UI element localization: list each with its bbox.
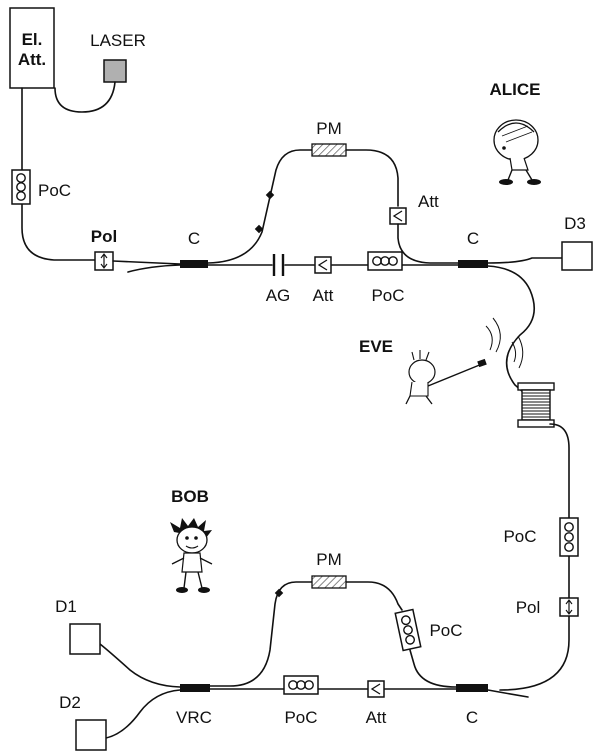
detector-d3: D3 [561, 214, 593, 271]
fiber-connector [265, 190, 275, 200]
fiber-to-d2 [105, 689, 181, 739]
phase-modulator-bottom: PM [311, 550, 347, 589]
poc-right-label: PoC [503, 527, 536, 546]
pm-bottom-label: PM [316, 550, 342, 569]
polarization-controller-bob-arm: PoC [394, 608, 463, 652]
laser-source: LASER [90, 31, 146, 83]
coupler-top-left-label: C [188, 229, 200, 248]
d3-label: D3 [564, 214, 586, 233]
detector-d1: D1 [55, 597, 101, 655]
eve-figure-icon [405, 350, 487, 405]
att-top-mid-label: Att [313, 286, 334, 305]
electrical-link [54, 81, 116, 113]
attenuator-bottom: Att [366, 680, 387, 727]
polarization-controller-right: PoC [503, 517, 579, 557]
detector-d2: D2 [59, 693, 107, 751]
vrc-label: VRC [176, 708, 212, 727]
fiber-connector [274, 588, 284, 598]
coupler-bottom-label: C [466, 708, 478, 727]
alice-long-arm [207, 149, 399, 264]
pm-top-label: PM [316, 119, 342, 138]
pol-right-label: Pol [516, 598, 541, 617]
coupler-top-left: C [180, 229, 208, 268]
ag-label: AG [266, 286, 291, 305]
variable-ratio-coupler: VRC [176, 684, 212, 727]
fiber-spool-icon [517, 382, 555, 428]
electrical-attenuator: El. Att. [9, 7, 55, 89]
attenuator-top-mid: Att [313, 256, 334, 305]
polarization-controller-top-mid: PoC [367, 251, 405, 305]
air-gap: AG [266, 254, 291, 305]
fiber-pol-to-coupler [112, 260, 181, 265]
poc-bob-arm-label: PoC [429, 621, 462, 640]
poc-bob-mid-label: PoC [284, 708, 317, 727]
poc-left-label: PoC [38, 181, 71, 200]
bob-figure-icon [170, 518, 213, 593]
eve-label: EVE [359, 337, 393, 356]
fiber-source-to-pol [21, 87, 96, 261]
poc-top-mid-label: PoC [371, 286, 404, 305]
eavesdrop-waves-icon [485, 317, 524, 369]
alice-label: ALICE [490, 80, 541, 99]
polarization-controller-left: PoC [11, 169, 71, 205]
fiber-to-d1 [99, 643, 181, 688]
bob-label: BOB [171, 487, 209, 506]
coupler-bottom: C [456, 684, 488, 727]
attenuator-top-arm: Att [389, 192, 439, 225]
d2-label: D2 [59, 693, 81, 712]
d1-label: D1 [55, 597, 77, 616]
fiber-stub-left [127, 264, 181, 273]
att-bottom-label: Att [366, 708, 387, 727]
alice-figure-icon [493, 119, 541, 185]
fiber-alice-to-spool [487, 265, 536, 393]
phase-modulator-top: PM [311, 119, 347, 157]
fiber-connector [254, 224, 264, 234]
polarizer-right: Pol [516, 597, 579, 617]
polarizer-top: Pol [91, 227, 117, 271]
alice-arm-to-coupler [397, 223, 459, 264]
laser-label: LASER [90, 31, 146, 50]
pol-top-label: Pol [91, 227, 117, 246]
coupler-top-right: C [458, 229, 488, 268]
el-att-label-2: Att. [18, 50, 46, 69]
coupler-top-right-label: C [467, 229, 479, 248]
el-att-label-1: El. [22, 30, 43, 49]
fiber-stub-bottom [487, 689, 529, 698]
polarization-controller-bob-mid: PoC [283, 675, 319, 727]
fiber-to-d3 [487, 257, 563, 264]
att-top-arm-label: Att [418, 192, 439, 211]
bob-long-arm [209, 581, 457, 688]
fiber-spool-to-bob [499, 423, 570, 691]
